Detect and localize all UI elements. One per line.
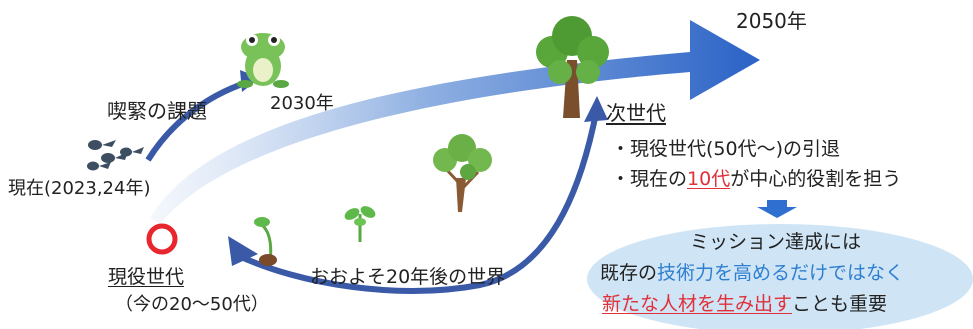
lower-arrow-head-left <box>228 236 258 266</box>
current-gen-label: 現役世代 <box>108 266 185 288</box>
callout-line-2-highlight: 技術力を高めるだけではなく <box>657 262 905 284</box>
callout-line-3: 新たな人材を生み出すことも重要 <box>602 295 887 314</box>
now-marker-circle <box>146 223 178 255</box>
tadpoles-icon <box>87 140 144 171</box>
big-arrow <box>150 20 760 224</box>
bullet-teens: ・現在の10代が中心的役割を担う <box>611 170 901 189</box>
upper-curve-arrow <box>145 79 249 162</box>
young-tree-icon <box>433 134 492 212</box>
callout-line-2-prefix: 既存の <box>600 262 658 284</box>
year-2030-label: 2030年 <box>270 93 334 114</box>
urgent-issue-label: 喫緊の課題 <box>107 99 207 123</box>
bullet-teens-suffix: が中心的役割を担う <box>730 168 902 190</box>
lower-arrow-head-up <box>584 96 608 122</box>
callout-ellipse <box>587 224 973 329</box>
callout-line-2: 既存の技術力を高めるだけではなく <box>600 264 904 283</box>
bullet-retirement: ・現役世代(50代～)の引退 <box>611 138 841 160</box>
big-tree-icon <box>536 16 609 118</box>
callout-line-3-highlight: 新たな人材を生み出す <box>602 293 793 315</box>
frog-icon <box>237 33 289 88</box>
lower-curve-arrow <box>235 117 598 294</box>
current-gen-sub-label: （今の20～50代） <box>115 294 269 315</box>
callout-line-1: ミッション達成には <box>690 231 862 253</box>
bullet-teens-prefix: ・現在の <box>611 168 688 190</box>
down-arrow <box>757 200 797 218</box>
year-2050-label: 2050年 <box>736 9 807 33</box>
about-20-years-label: おおよそ20年後の世界 <box>310 266 506 288</box>
callout-line-3-suffix: ことも重要 <box>792 293 888 315</box>
now-label: 現在(2023,24年) <box>8 178 151 199</box>
seedling-icon <box>254 217 277 266</box>
next-gen-label: 次世代 <box>606 101 666 125</box>
bullet-teens-highlight: 10代 <box>687 168 731 190</box>
sprout-icon <box>344 206 376 242</box>
